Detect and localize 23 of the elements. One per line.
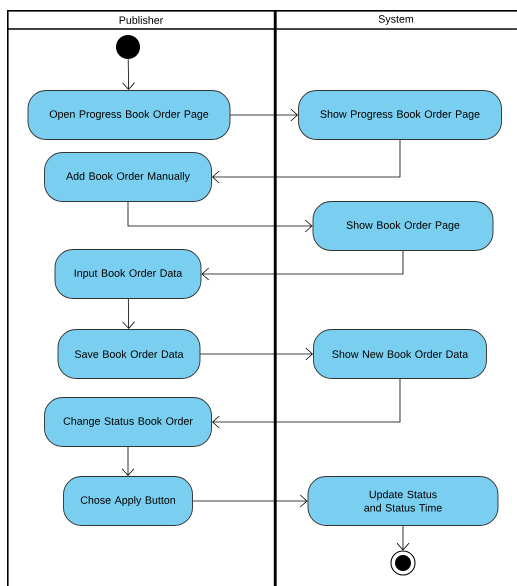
arrow bbox=[122, 446, 134, 476]
arrow bbox=[200, 348, 314, 360]
activity-box: Show Progress Book Order Page bbox=[298, 90, 502, 140]
arrow bbox=[396, 526, 410, 550]
activity-box: Update Status and Status Time bbox=[308, 476, 498, 526]
activity-box: Show New Book Order Data bbox=[313, 329, 487, 379]
arrow bbox=[122, 58, 135, 90]
activity-box: Input Book Order Data bbox=[54, 249, 202, 299]
end-node bbox=[390, 550, 416, 576]
activity-box: Chose Apply Button bbox=[63, 476, 193, 526]
activity-box: Show Book Order Page bbox=[312, 201, 494, 251]
activity-box: Add Book Order Manually bbox=[44, 152, 212, 202]
arrow bbox=[192, 494, 308, 508]
activity-box: Change Status Book Order bbox=[44, 397, 212, 447]
activity-box: Save Book Order Data bbox=[58, 329, 200, 379]
arrow bbox=[201, 250, 404, 280]
activity-box: Open Progress Book Order Page bbox=[28, 90, 230, 140]
arrow bbox=[128, 202, 313, 232]
arrow bbox=[212, 378, 400, 428]
start-node bbox=[116, 35, 140, 59]
arrow bbox=[212, 140, 400, 184]
arrow bbox=[230, 108, 298, 122]
arrow bbox=[122, 298, 135, 330]
